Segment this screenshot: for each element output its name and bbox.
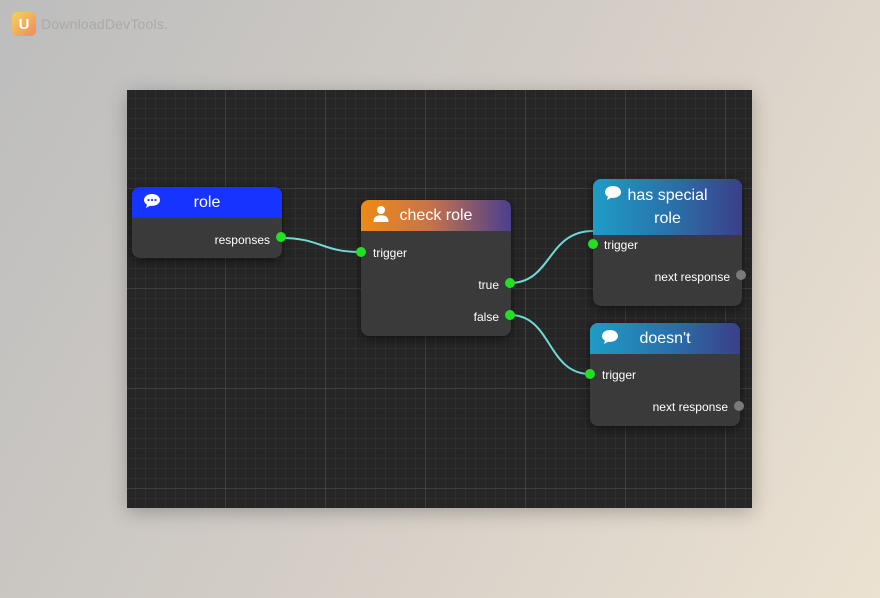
link-true-to-has-special-trigger[interactable] xyxy=(509,230,594,284)
node-role-header[interactable]: role xyxy=(132,187,282,218)
port-label-next-response: next response xyxy=(652,400,728,414)
node-has-special-role[interactable]: has special role trigger next response xyxy=(588,179,746,306)
node-doesnt-header[interactable]: doesn't xyxy=(590,323,740,354)
watermark-logo-icon: U xyxy=(12,12,36,36)
output-port-responses[interactable] xyxy=(276,232,286,242)
node-graph-canvas[interactable]: role responses check role trigger true f… xyxy=(127,90,752,508)
watermark: U DownloadDevTools. xyxy=(12,12,168,36)
speech-bubble-icon xyxy=(604,184,622,202)
output-port-true[interactable] xyxy=(505,278,515,288)
user-icon xyxy=(372,205,390,223)
port-label-responses: responses xyxy=(214,233,270,247)
input-port-trigger[interactable] xyxy=(356,247,366,257)
node-role[interactable]: role responses xyxy=(132,187,286,258)
link-false-to-doesnt-trigger[interactable] xyxy=(509,314,591,375)
node-check-role-header[interactable]: check role xyxy=(361,200,511,231)
speech-bubble-icon xyxy=(143,192,161,210)
input-port-trigger[interactable] xyxy=(588,239,598,249)
port-label-trigger: trigger xyxy=(373,246,408,260)
port-label-false: false xyxy=(473,310,499,324)
input-port-trigger[interactable] xyxy=(585,369,595,379)
speech-bubble-icon xyxy=(601,328,619,346)
node-doesnt-title: doesn't xyxy=(639,330,691,347)
node-has-special-role-title-line1: has special xyxy=(627,187,708,204)
node-role-title: role xyxy=(193,194,221,211)
link-responses-to-trigger[interactable] xyxy=(280,237,362,253)
port-label-next-response: next response xyxy=(654,270,730,284)
output-port-next-response[interactable] xyxy=(734,401,744,411)
node-has-special-role-title-line2: role xyxy=(654,210,681,227)
port-label-trigger: trigger xyxy=(604,238,639,252)
watermark-text: DownloadDevTools. xyxy=(41,16,169,32)
output-port-next-response[interactable] xyxy=(736,270,746,280)
output-port-false[interactable] xyxy=(505,310,515,320)
node-check-role[interactable]: check role trigger true false xyxy=(356,200,515,336)
port-label-trigger: trigger xyxy=(602,368,637,382)
port-label-true: true xyxy=(478,278,499,292)
node-check-role-title: check role xyxy=(399,207,473,224)
node-doesnt[interactable]: doesn't trigger next response xyxy=(585,323,744,426)
node-has-special-role-header[interactable]: has special role xyxy=(593,179,742,235)
